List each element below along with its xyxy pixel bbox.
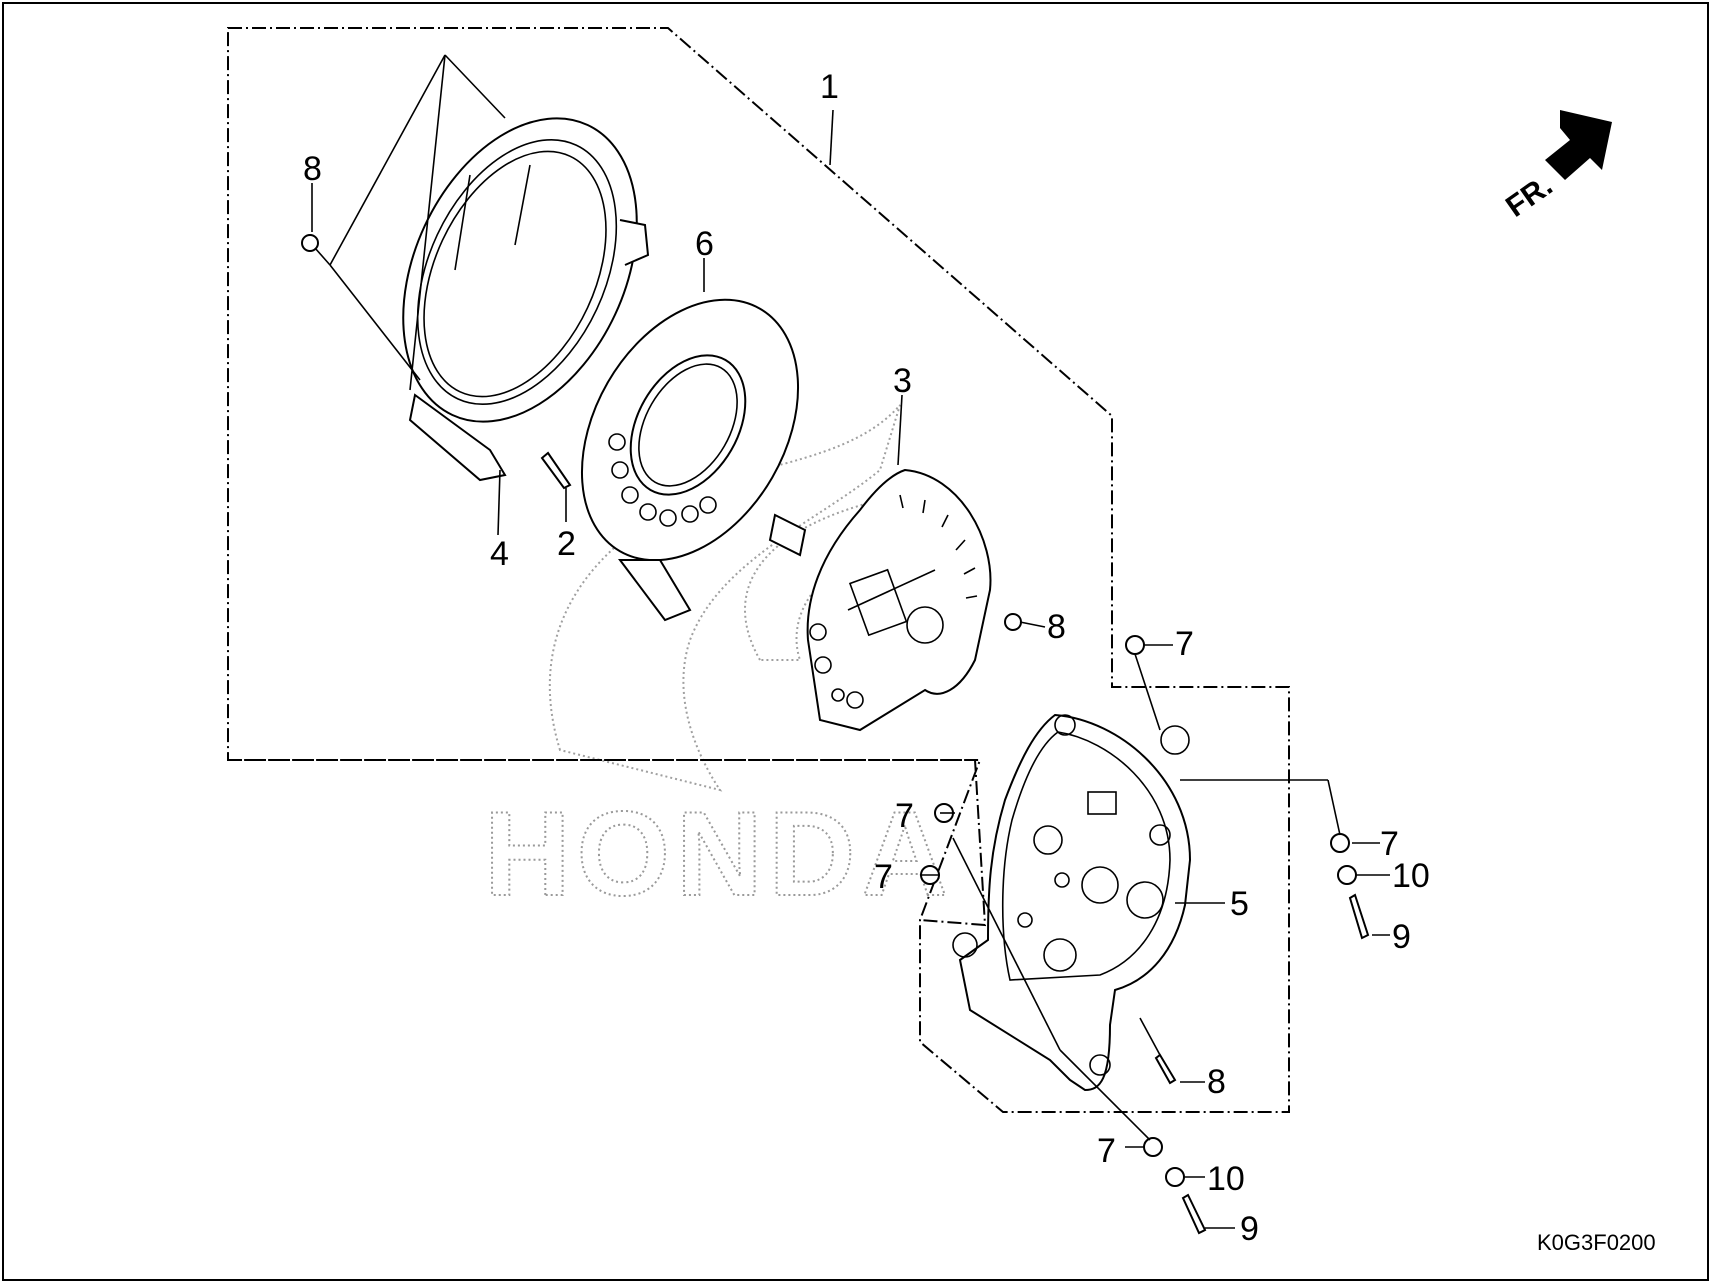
- callout-6: 6: [695, 225, 714, 263]
- front-direction-label: FR.: [1500, 169, 1559, 224]
- callout-9-right: 9: [1392, 918, 1411, 956]
- meter-case: [580, 298, 807, 622]
- callout-5: 5: [1230, 885, 1249, 923]
- callout-2: 2: [557, 525, 576, 563]
- meter-face: [806, 468, 992, 732]
- callout-8-bottom: 8: [1207, 1063, 1226, 1101]
- callout-3: 3: [893, 362, 912, 400]
- rear-case: [952, 713, 1192, 1092]
- callout-7-bottom: 7: [1097, 1132, 1116, 1170]
- callout-7-top: 7: [1175, 625, 1194, 663]
- callout-8-middle: 8: [1047, 608, 1066, 646]
- front-direction-indicator: FR.: [1500, 110, 1612, 224]
- fasteners: [301, 234, 1370, 1235]
- honda-watermark: HONDA: [483, 404, 954, 922]
- callout-10-right: 10: [1392, 857, 1430, 895]
- callout-10-bottom: 10: [1207, 1160, 1245, 1198]
- callout-7-left-upper: 7: [895, 797, 914, 835]
- leader-lines: [311, 54, 1390, 1229]
- diagram-code: K0G3F0200: [1537, 1230, 1656, 1255]
- callout-7-left-lower: 7: [874, 858, 893, 896]
- front-cover: [402, 117, 650, 482]
- callout-9-bottom: 9: [1240, 1210, 1259, 1248]
- callout-4: 4: [490, 535, 509, 573]
- callout-8-top-left: 8: [303, 150, 322, 188]
- assembly-boundary-inner: [228, 759, 987, 927]
- callout-7-right: 7: [1380, 825, 1399, 863]
- callout-1: 1: [820, 68, 839, 106]
- watermark-text: HONDA: [484, 787, 954, 921]
